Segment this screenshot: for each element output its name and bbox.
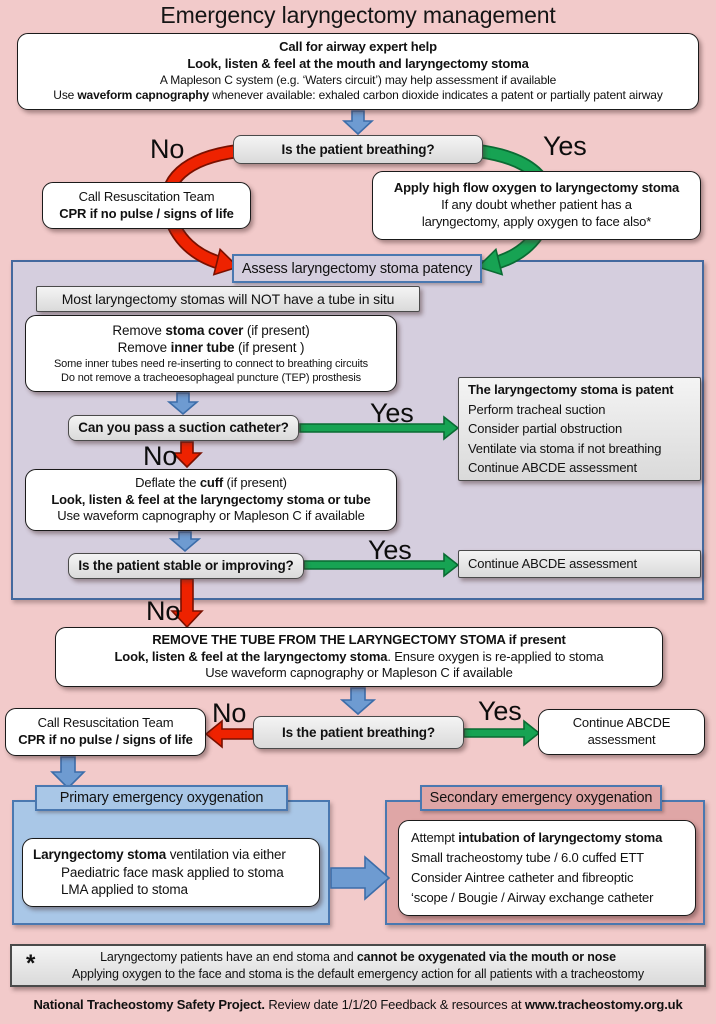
- remove-covers-line4: Do not remove a tracheoesophageal punctu…: [61, 372, 361, 385]
- page-title: Emergency laryngectomy management: [160, 2, 556, 28]
- stoma-patent-line5: Continue ABCDE assessment: [468, 460, 637, 476]
- yes-label-1: Yes: [543, 131, 587, 161]
- continue-abcde-box-2: Continue ABCDE assessment: [538, 709, 705, 755]
- assess-patency-header: Assess laryngectomy stoma patency: [232, 254, 482, 283]
- remove-covers-box: Remove stoma cover (if present) Remove i…: [25, 315, 397, 392]
- call-expert-box: Call for airway expert help Look, listen…: [17, 33, 699, 110]
- secondary-oxygenation-title: Secondary emergency oxygenation: [429, 790, 653, 806]
- stoma-patent-line3: Consider partial obstruction: [468, 421, 623, 437]
- secondary-line4: ‘scope / Bougie / Airway exchange cathet…: [411, 890, 654, 906]
- deflate-line1: Deflate the cuff (if present): [135, 474, 287, 490]
- footnote-box: Laryngectomy patients have an end stoma …: [10, 944, 706, 987]
- arrow-removetube-to-breathing2: [339, 687, 377, 716]
- secondary-oxygenation-header: Secondary emergency oxygenation: [420, 785, 662, 811]
- call-resus-box-1: Call Resuscitation Team CPR if no pulse …: [42, 182, 251, 229]
- secondary-line2: Small tracheostomy tube / 6.0 cuffed ETT: [411, 849, 644, 865]
- breathing-question-2: Is the patient breathing?: [281, 724, 435, 740]
- deflate-line2: Look, listen & feel at the laryngectomy …: [51, 491, 371, 507]
- breathing-question: Is the patient breathing?: [281, 141, 435, 157]
- call-resus-line2: CPR if no pulse / signs of life: [59, 205, 234, 221]
- stoma-patent-line1: The laryngectomy stoma is patent: [468, 382, 674, 398]
- primary-line2: Paediatric face mask applied to stoma: [61, 864, 284, 880]
- no-label-1: No: [150, 134, 185, 164]
- stable-question: Is the patient stable or improving?: [78, 558, 294, 574]
- arrow-top-to-breathing: [341, 110, 375, 136]
- remove-tube-line3: Use waveform capnography or Mapleson C i…: [205, 665, 513, 681]
- breathing-decision-2: Is the patient breathing?: [253, 716, 464, 749]
- secondary-line3: Consider Aintree catheter and fibreoptic: [411, 870, 634, 885]
- call-resus-line1: Call Resuscitation Team: [78, 188, 215, 204]
- no-tube-note-box: Most laryngectomy stomas will NOT have a…: [36, 286, 420, 312]
- continue-abcde-text-2: Continue ABCDE assessment: [572, 715, 671, 747]
- footnote-asterisk: *: [26, 950, 36, 977]
- no-label-2: No: [143, 441, 178, 471]
- footnote-line2: Applying oxygen to the face and stoma is…: [72, 966, 644, 981]
- footer-credit: National Tracheostomy Safety Project. Re…: [33, 997, 683, 1012]
- apply-oxygen-box: Apply high flow oxygen to laryngectomy s…: [372, 171, 701, 240]
- call-resus2-line2: CPR if no pulse / signs of life: [18, 732, 193, 747]
- secondary-line1: Attempt intubation of laryngectomy stoma: [411, 829, 663, 845]
- call-expert-line2: Look, listen & feel at the mouth and lar…: [187, 55, 529, 71]
- yes-label-3: Yes: [368, 535, 412, 565]
- stoma-patent-line4: Ventilate via stoma if not breathing: [468, 440, 662, 456]
- call-expert-line4: Use waveform capnography whenever availa…: [53, 88, 663, 103]
- yes-label-4: Yes: [478, 696, 522, 726]
- stoma-patent-box: The laryngectomy stoma is patent Perform…: [458, 377, 701, 481]
- arrow-resus-to-primary: [50, 756, 86, 790]
- remove-tube-line2: Look, listen & feel at the laryngectomy …: [114, 648, 604, 664]
- call-expert-line1: Call for airway expert help: [279, 39, 437, 55]
- stoma-patent-line2: Perform tracheal suction: [468, 401, 606, 417]
- call-resus-box-2: Call Resuscitation Team CPR if no pulse …: [5, 708, 206, 756]
- primary-oxygenation-header: Primary emergency oxygenation: [35, 785, 288, 811]
- deflate-line3: Use waveform capnography or Mapleson C i…: [57, 508, 365, 524]
- continue-abcde-box-1: Continue ABCDE assessment: [458, 550, 701, 578]
- call-resus2-line1: Call Resuscitation Team: [37, 715, 174, 731]
- apply-oxygen-line2: If any doubt whether patient has a: [441, 197, 632, 213]
- primary-oxygenation-title: Primary emergency oxygenation: [59, 790, 264, 806]
- no-tube-note: Most laryngectomy stomas will NOT have a…: [61, 290, 395, 307]
- stable-decision: Is the patient stable or improving?: [68, 553, 304, 579]
- no-label-4: No: [212, 698, 247, 728]
- footnote-line1: Laryngectomy patients have an end stoma …: [100, 950, 616, 965]
- remove-covers-line1: Remove stoma cover (if present): [112, 322, 310, 338]
- suction-question: Can you pass a suction catheter?: [78, 420, 289, 436]
- apply-oxygen-line1: Apply high flow oxygen to laryngectomy s…: [393, 180, 680, 196]
- continue-abcde-text-1: Continue ABCDE assessment: [468, 555, 637, 571]
- deflate-cuff-box: Deflate the cuff (if present) Look, list…: [25, 469, 397, 531]
- remove-tube-box: REMOVE THE TUBE FROM THE LARYNGECTOMY ST…: [55, 627, 663, 687]
- remove-covers-line2: Remove inner tube (if present ): [117, 340, 305, 356]
- arrow-primary-to-secondary: [330, 855, 391, 901]
- no-label-3: No: [146, 596, 181, 626]
- breathing-decision-1: Is the patient breathing?: [233, 135, 483, 164]
- assess-patency-title: Assess laryngectomy stoma patency: [241, 260, 473, 277]
- yes-label-2: Yes: [370, 398, 414, 428]
- apply-oxygen-line3: laryngectomy, apply oxygen to face also*: [421, 213, 652, 229]
- primary-line3: LMA applied to stoma: [61, 882, 188, 898]
- remove-covers-line3: Some inner tubes need re-inserting to co…: [53, 357, 369, 370]
- call-expert-line3: A Mapleson C system (e.g. ‘Waters circui…: [159, 72, 557, 87]
- remove-tube-line1: REMOVE THE TUBE FROM THE LARYNGECTOMY ST…: [152, 631, 566, 647]
- primary-oxygenation-box: Laryngectomy stoma ventilation via eithe…: [22, 838, 320, 907]
- secondary-oxygenation-box: Attempt intubation of laryngectomy stoma…: [398, 820, 696, 916]
- suction-decision: Can you pass a suction catheter?: [68, 415, 299, 441]
- primary-line1: Laryngectomy stoma ventilation via eithe…: [33, 847, 286, 863]
